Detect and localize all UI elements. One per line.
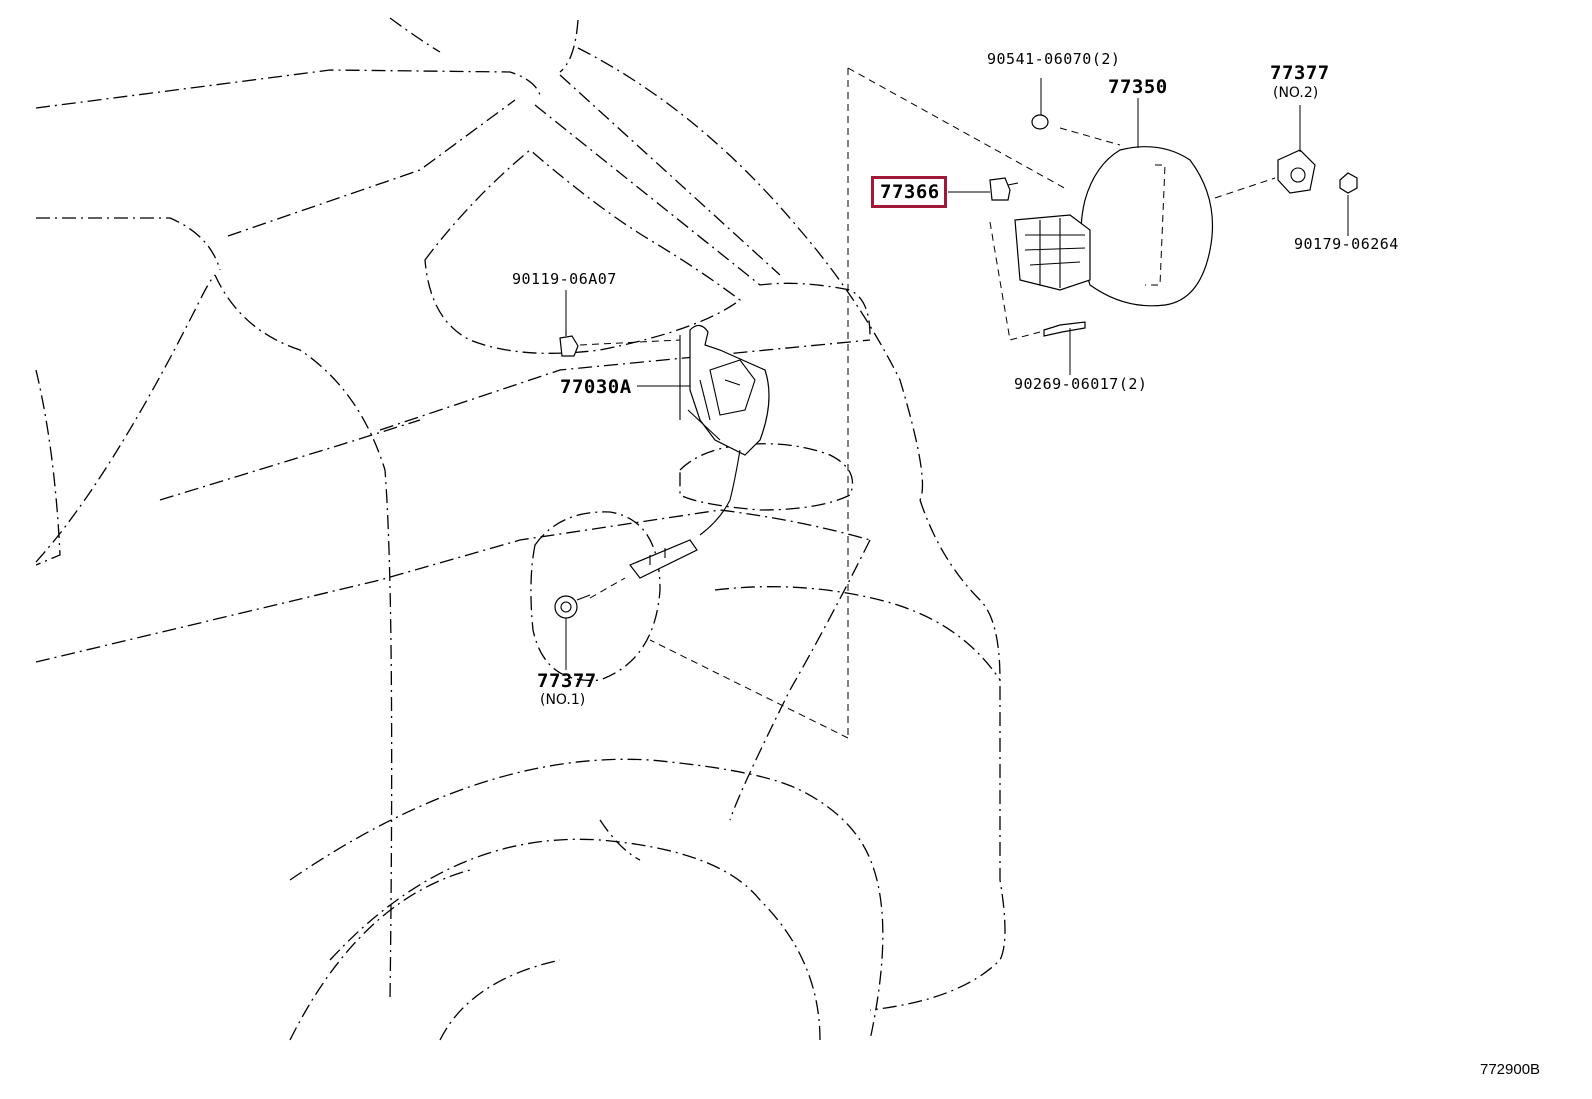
nut-90179-icon xyxy=(1339,172,1358,194)
label-90179-06264[interactable]: 90179-06264 xyxy=(1294,235,1399,253)
diagram-code: 772900B xyxy=(1480,1061,1541,1078)
highlight-box xyxy=(871,176,947,208)
spring-77377-no1-icon xyxy=(554,594,591,619)
screw-90541-icon xyxy=(1031,114,1049,130)
label-90119-06a07[interactable]: 90119-06A07 xyxy=(512,270,617,288)
label-77030a[interactable]: 77030A xyxy=(560,376,632,398)
label-90269-06017[interactable]: 90269-06017(2) xyxy=(1014,375,1148,393)
leader-lines xyxy=(565,78,1349,670)
rivet-90269-icon xyxy=(1043,321,1086,337)
label-77366[interactable]: 77366 xyxy=(880,181,940,203)
label-77377-no1[interactable]: 77377 xyxy=(537,670,597,692)
label-77377-no2[interactable]: 77377 xyxy=(1270,62,1330,84)
part-77366-clip xyxy=(989,177,1019,201)
label-77377-no2-sub: (NO.2) xyxy=(1273,85,1319,101)
door-hinge xyxy=(1014,214,1091,291)
fuel-filler-door xyxy=(1080,146,1213,307)
label-77350[interactable]: 77350 xyxy=(1108,76,1168,98)
opener-lock-77030a xyxy=(679,324,770,536)
opener-cable xyxy=(629,539,698,579)
label-90541-06070[interactable]: 90541-06070(2) xyxy=(987,50,1121,68)
vehicle-body-outline xyxy=(35,17,1006,1041)
exploded-view-frame xyxy=(579,67,1276,739)
label-77377-no1-sub: (NO.1) xyxy=(540,692,586,708)
spring-77377-no2-icon xyxy=(1277,149,1316,194)
screw-90119-icon xyxy=(559,330,579,357)
